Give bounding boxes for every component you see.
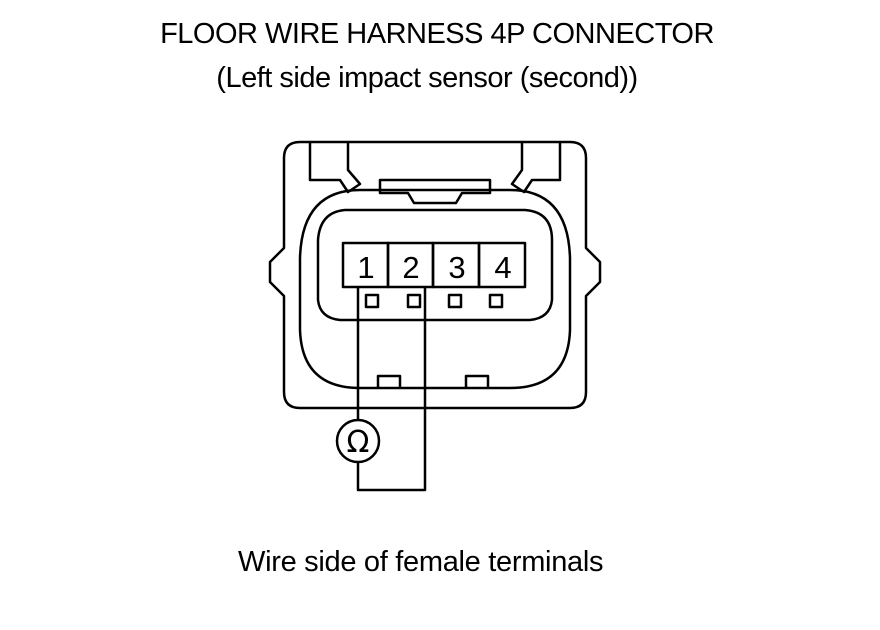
diagram-title: FLOOR WIRE HARNESS 4P CONNECTOR [160,18,714,50]
terminal-cell-4 [477,241,527,289]
probe-wire [356,287,427,492]
pin-label-1: 1 [357,250,374,285]
bottom-key-right [464,374,490,388]
terminal-hole-3 [447,293,463,309]
bottom-key-left [376,374,402,388]
terminal-hole-4 [488,293,504,309]
diagram-caption: Wire side of female terminals [238,546,604,578]
inner-recess [298,188,572,390]
connector-housing [268,140,602,410]
terminal-frame [316,208,554,322]
pin-label-4: 4 [494,250,511,285]
terminal-hole-1 [364,293,380,309]
terminal-hole-2 [406,293,422,309]
pin-label-2: 2 [402,250,419,285]
diagram-subtitle: (Left side impact sensor (second)) [216,62,638,94]
pin-label-3: 3 [448,250,465,285]
ohmmeter-icon [335,418,381,464]
ohm-symbol: Ω [347,425,370,460]
lock-tab [378,178,492,205]
housing-latch-left [308,142,362,194]
housing-latch-right [510,142,562,194]
